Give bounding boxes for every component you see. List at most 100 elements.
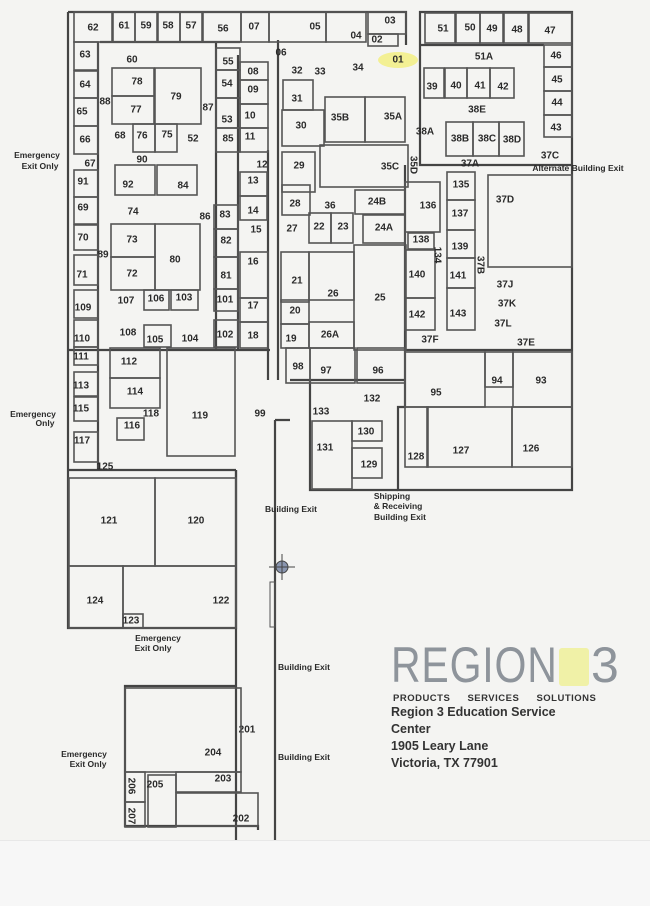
room-label-27: 27 (286, 224, 298, 235)
room-29-outline (281, 151, 316, 193)
exit-label-building-2: Building Exit (278, 662, 330, 672)
room-label-51: 51 (437, 24, 449, 35)
room-131-outline (311, 420, 353, 490)
room-label-139: 139 (452, 242, 469, 253)
room-18-outline (239, 321, 269, 349)
room-label-127: 127 (453, 446, 470, 457)
room-38d-outline (498, 121, 525, 157)
room-label-99: 99 (254, 409, 266, 420)
room-label-28: 28 (289, 199, 301, 210)
exit-label-building-3: Building Exit (278, 752, 330, 762)
room-label-24b: 24B (368, 197, 386, 208)
exit-label-emergency-3: Emergency Exit Only (135, 633, 182, 653)
room-label-26a: 26A (321, 330, 339, 341)
room-label-134: 134 (431, 247, 442, 264)
room-label-98: 98 (292, 362, 304, 373)
room-label-125: 125 (97, 462, 114, 473)
room-label-32: 32 (291, 66, 303, 77)
room-143-outline (446, 287, 476, 331)
room-label-81: 81 (220, 271, 232, 282)
room-label-02: 02 (371, 35, 383, 46)
room-label-04: 04 (350, 31, 362, 42)
room-label-87: 87 (202, 103, 214, 114)
room-label-206: 206 (125, 778, 136, 795)
room-label-36: 36 (324, 201, 336, 212)
room-02-outline (367, 33, 399, 47)
room-label-13: 13 (247, 176, 259, 187)
room-117-outline (73, 431, 99, 463)
room-label-35d: 35D (407, 156, 418, 174)
room-49-outline (479, 12, 504, 44)
room-label-47: 47 (544, 26, 556, 37)
room-label-204: 204 (205, 748, 222, 759)
room-label-132: 132 (364, 394, 381, 405)
room-label-70: 70 (77, 233, 89, 244)
room-label-39: 39 (426, 82, 438, 93)
scale-bar (269, 581, 276, 628)
room-label-72: 72 (126, 269, 138, 280)
room-label-82: 82 (220, 236, 232, 247)
room-label-46: 46 (550, 51, 562, 62)
room-label-08: 08 (247, 67, 259, 78)
room-label-130: 130 (358, 427, 375, 438)
room-label-51a: 51A (475, 52, 493, 63)
room-label-03: 03 (384, 16, 396, 27)
room-label-17: 17 (247, 301, 259, 312)
room-label-21: 21 (291, 276, 303, 287)
room-label-80: 80 (169, 255, 181, 266)
room-label-09: 09 (247, 85, 259, 96)
room-84-outline (156, 164, 198, 196)
room-101-outline (213, 288, 239, 312)
room-label-106: 106 (148, 294, 165, 305)
room-label-143: 143 (450, 309, 467, 320)
room-label-124: 124 (87, 596, 104, 607)
room-label-92: 92 (122, 180, 134, 191)
room-70-outline (73, 224, 99, 251)
room-71-outline (73, 254, 99, 286)
room-label-58: 58 (162, 21, 174, 32)
room-label-29: 29 (293, 161, 305, 172)
exit-label-shipping: Shipping & Receiving Building Exit (374, 491, 426, 522)
room-label-140: 140 (409, 270, 426, 281)
room-label-102: 102 (217, 330, 234, 341)
room-label-37f: 37F (421, 335, 438, 346)
room-label-103: 103 (176, 293, 193, 304)
street-address: 1905 Leary Lane (391, 739, 489, 753)
room-label-26: 26 (327, 289, 339, 300)
room-label-83: 83 (219, 210, 231, 221)
room-label-84: 84 (177, 181, 189, 192)
room-label-38c: 38C (478, 134, 496, 145)
room-label-207: 207 (125, 808, 136, 825)
room-35c-outline (319, 144, 409, 188)
room-28-outline (281, 184, 311, 216)
room-label-41: 41 (474, 81, 486, 92)
logo-number: 3 (591, 637, 619, 693)
room-69-outline (73, 196, 99, 225)
room-207-outline (124, 801, 146, 828)
room-label-74: 74 (127, 207, 139, 218)
room-109-outline (73, 289, 99, 319)
room-label-86: 86 (199, 212, 211, 223)
svg-text:Exit Only: Exit Only (70, 759, 107, 769)
svg-text:Building Exit: Building Exit (374, 512, 426, 522)
room-48-outline (503, 12, 529, 44)
room-label-59: 59 (140, 21, 152, 32)
room-label-55: 55 (222, 57, 234, 68)
room-label-112: 112 (121, 357, 138, 368)
room-label-61: 61 (118, 21, 130, 32)
room-106-outline (143, 289, 170, 311)
room-95-outline (404, 351, 486, 408)
room-label-104: 104 (182, 334, 199, 345)
room-23-outline (330, 212, 354, 244)
svg-text:& Receiving: & Receiving (374, 501, 423, 511)
room-label-33: 33 (314, 67, 326, 78)
room-label-77: 77 (130, 105, 142, 116)
room-label-37a: 37A (461, 159, 479, 170)
room-35b-outline (324, 96, 366, 143)
room-label-135: 135 (453, 180, 470, 191)
room-label-68: 68 (114, 131, 126, 142)
room-116-outline (116, 417, 145, 441)
room-label-93: 93 (535, 376, 547, 387)
